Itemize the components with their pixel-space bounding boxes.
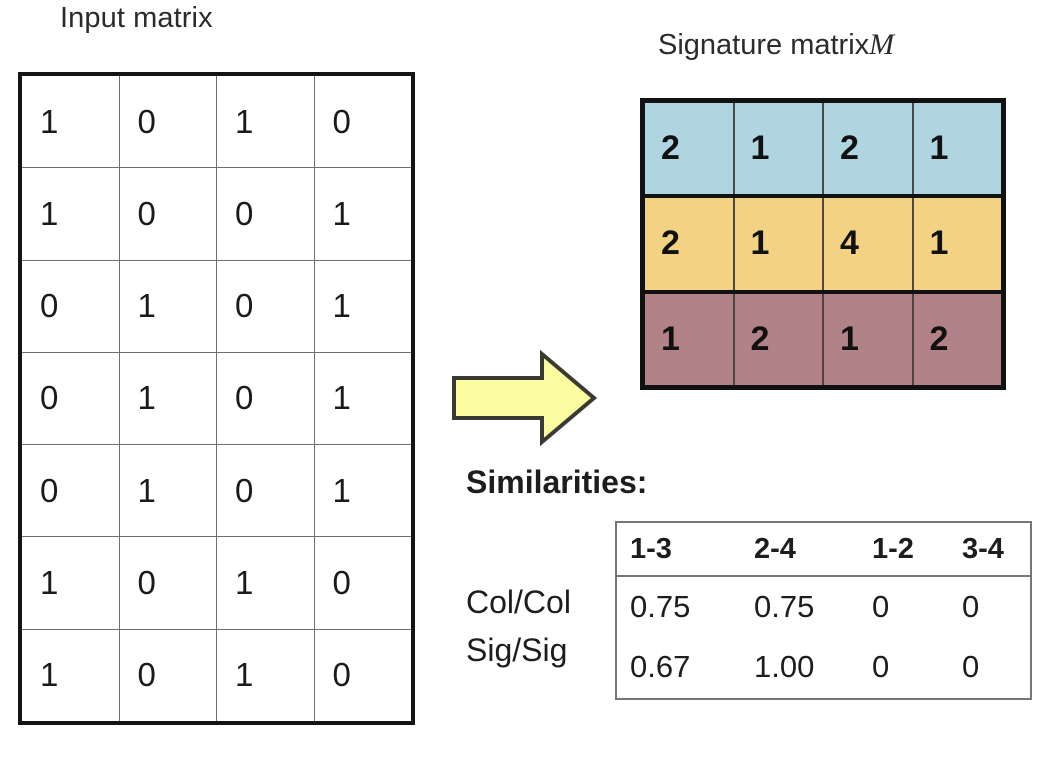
similarities-heading: Similarities:	[466, 464, 648, 500]
signature-matrix-title: Signature matrixM	[658, 28, 894, 62]
signature-matrix-cell: 1	[645, 293, 735, 385]
input-matrix-cell: 0	[22, 260, 120, 352]
signature-matrix-cell: 1	[735, 198, 824, 290]
input-matrix-cell: 1	[332, 471, 351, 509]
input-matrix-cell: 0	[217, 352, 315, 445]
input-matrix-cell: 1	[22, 168, 120, 260]
input-matrix-cell: 1	[22, 629, 120, 721]
input-matrix-cell: 0	[120, 76, 217, 168]
signature-matrix-cell: 1	[824, 293, 914, 385]
signature-matrix-cell: 2	[929, 319, 949, 358]
input-matrix-cell: 1	[217, 537, 315, 629]
input-matrix-cell: 1	[332, 194, 351, 232]
similarities-table-cell: 0.75	[754, 589, 815, 624]
input-matrix-cell: 1	[22, 537, 120, 629]
signature-matrix-cell: 1	[929, 129, 949, 168]
similarities-table-cell: 0	[872, 649, 890, 684]
similarities-table-body: 0.75 0.75 0 0 0.67 1.00 0 0	[617, 577, 1030, 697]
similarities-table-cell: 0	[872, 589, 890, 624]
signature-matrix-cell: 4	[824, 198, 914, 290]
input-matrix-cell: 0	[217, 168, 315, 260]
signature-matrix-cell: 2	[645, 198, 735, 290]
input-matrix-cell: 1	[332, 379, 351, 417]
similarities-column-header: 2-4	[754, 532, 796, 565]
input-matrix-cell: 0	[120, 629, 217, 721]
signature-matrix-cell: 1	[929, 224, 949, 263]
similarities-row-label: Col/Col	[466, 584, 571, 620]
input-matrix-cell: 1	[22, 76, 120, 168]
input-matrix-cell: 0	[217, 445, 315, 537]
input-matrix-cell: 0	[332, 564, 351, 602]
input-matrix-cell: 1	[332, 287, 351, 325]
signature-matrix-cell: 2	[824, 103, 914, 195]
similarities-column-header: 1-3	[630, 532, 672, 565]
similarities-table-cell: 1.00	[754, 649, 815, 684]
similarities-column-header: 1-2	[872, 532, 914, 565]
input-matrix-cell: 1	[217, 76, 315, 168]
similarities-row-label: Sig/Sig	[466, 632, 568, 668]
input-matrix-title: Input matrix	[60, 2, 213, 34]
signature-matrix-cell: 2	[735, 293, 824, 385]
input-matrix-cell: 0	[22, 445, 120, 537]
right-arrow-icon	[450, 348, 598, 448]
input-matrix-cell: 0	[332, 656, 351, 694]
input-matrix-cell: 1	[120, 352, 217, 445]
input-matrix-cell: 0	[120, 168, 217, 260]
similarities-table-row: 0.75 0.75 0 0	[617, 577, 1030, 637]
signature-matrix-cell: 1	[735, 103, 824, 195]
similarities-table-cell: 0.67	[630, 649, 691, 684]
similarities-table-row: 0.67 1.00 0 0	[617, 637, 1030, 697]
similarities-table-cell: 0	[962, 589, 980, 624]
input-matrix-cell: 0	[217, 260, 315, 352]
similarities-table: 1-3 2-4 1-2 3-4 0.75 0.75 0 0 0.67 1.00 0 0	[615, 521, 1032, 700]
signature-matrix-cell: 2	[645, 103, 735, 195]
input-matrix-cell: 1	[217, 629, 315, 721]
input-matrix-cell: 0	[22, 352, 120, 445]
signature-matrix-title-text: Signature matrix	[658, 29, 870, 61]
input-matrix-cell: 0	[120, 537, 217, 629]
input-matrix-cell: 0	[332, 102, 351, 140]
input-matrix-cell: 1	[120, 445, 217, 537]
input-matrix-cell: 1	[120, 260, 217, 352]
similarities-table-cell: 0	[962, 649, 980, 684]
similarities-table-header: 1-3 2-4 1-2 3-4	[617, 523, 1030, 577]
similarities-table-cell: 0.75	[630, 589, 691, 624]
similarities-column-header: 3-4	[962, 532, 1004, 565]
signature-matrix-variable: M	[869, 28, 895, 61]
